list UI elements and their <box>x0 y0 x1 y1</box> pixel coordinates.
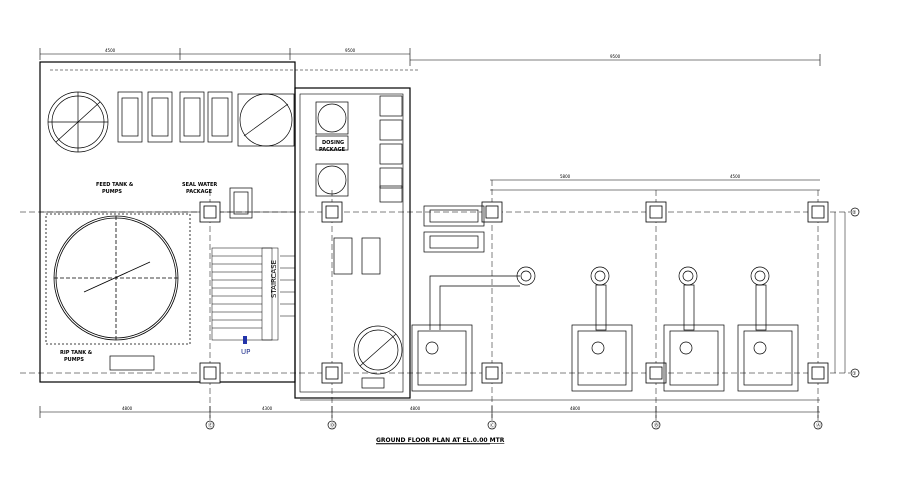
grid-bubble-1: ① <box>852 371 857 377</box>
dim-bay-4: 4800 <box>570 406 581 411</box>
building-walls <box>39 61 411 399</box>
dim-bay-2: 4300 <box>262 406 273 411</box>
storage-tank <box>45 213 191 345</box>
dim-top-mid: 9500 <box>345 48 356 53</box>
dosing-label: DOSING <box>322 140 344 146</box>
dim-right-span-2: 4500 <box>730 174 741 179</box>
dim-top-right: 9500 <box>610 54 621 59</box>
up-arrow-icon <box>243 336 247 344</box>
grid-bubble-2: ② <box>852 210 857 216</box>
grid-bubble-a: Ⓐ <box>816 422 821 429</box>
dim-right-span: 5800 <box>560 174 571 179</box>
dim-bay-1: 4800 <box>122 406 133 411</box>
feed-tank-label: FEED TANK & <box>96 182 134 188</box>
grid-bubble-d: Ⓓ <box>330 422 335 429</box>
rip-tank-label-2: PUMPS <box>64 357 84 363</box>
right-dimension-lines <box>834 212 846 373</box>
drawing-title: GROUND FLOOR PLAN AT EL.0.00 MTR <box>376 437 505 444</box>
grid-bubble-b: Ⓑ <box>654 422 659 429</box>
up-label: UP <box>241 348 250 356</box>
seal-water-label: SEAL WATER <box>182 182 217 188</box>
grid-bubbles-bottom <box>205 420 823 430</box>
grid-bubble-e: Ⓔ <box>208 422 213 429</box>
feed-tank-label-2: PUMPS <box>102 189 122 195</box>
grid-bubble-c: Ⓒ <box>490 422 495 429</box>
dim-top-left: 4500 <box>105 48 116 53</box>
structural-columns <box>199 201 829 384</box>
dim-bay-3: 4800 <box>410 406 421 411</box>
staircase-label: STAIRCASE <box>270 260 278 298</box>
seal-water-label-2: PACKAGE <box>186 189 213 195</box>
dosing-label-2: PACKAGE <box>319 147 346 153</box>
feed-tank-area <box>47 91 295 153</box>
seal-water-package <box>109 187 253 371</box>
grid-bubbles-right <box>850 207 860 378</box>
pump-equipment <box>411 205 799 392</box>
top-dimension-lines <box>39 48 821 191</box>
rip-tank-label: RIP TANK & <box>60 350 93 356</box>
staircase <box>211 247 295 341</box>
dosing-package <box>315 95 403 389</box>
bottom-dimension-line <box>39 399 820 418</box>
